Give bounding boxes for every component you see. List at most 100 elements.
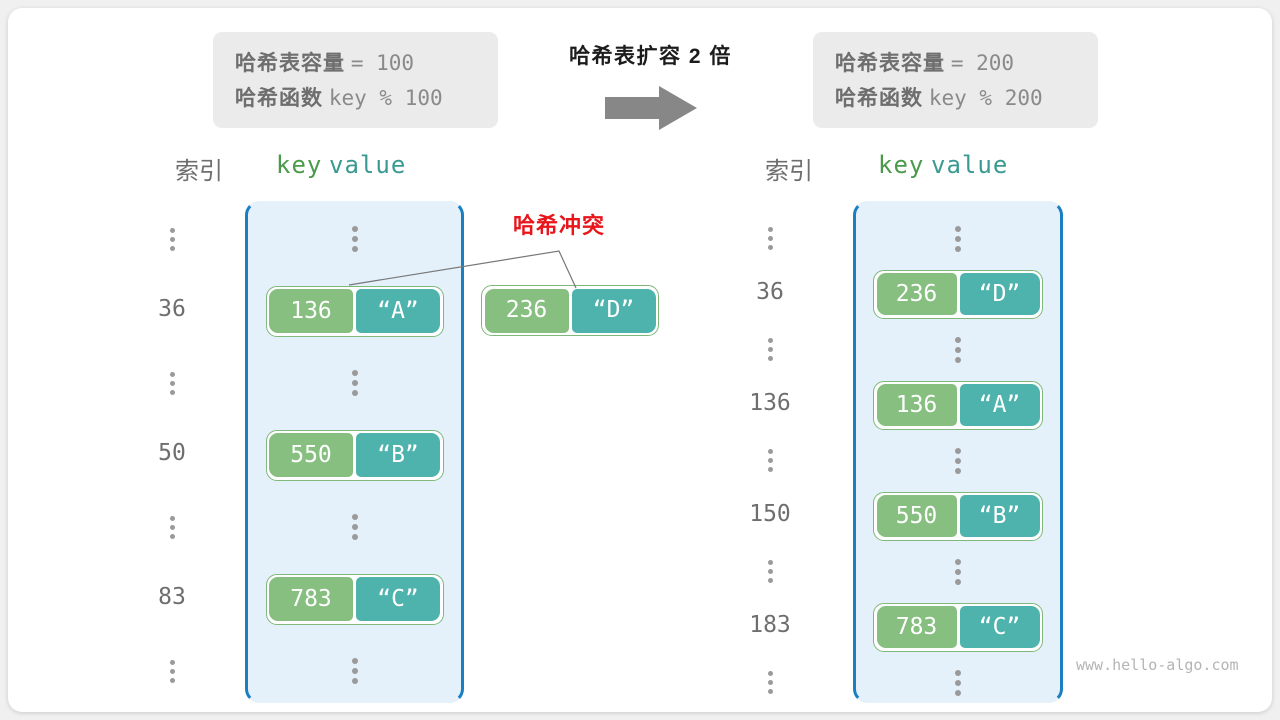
vertical-ellipsis-icon (137, 224, 207, 254)
kv-header-right: key value (878, 151, 1008, 180)
table-row[interactable]: 783“C” (245, 563, 464, 635)
row-index (735, 446, 805, 476)
vertical-ellipsis-icon (735, 446, 805, 476)
row-index (137, 224, 207, 254)
key-value-pair[interactable]: 783“C” (873, 602, 1043, 652)
row-index (137, 512, 207, 542)
key-value-pair[interactable]: 550“B” (265, 429, 444, 481)
pair-value: “D” (571, 288, 656, 333)
vertical-ellipsis-icon (351, 370, 358, 396)
transition-title: 哈希表扩容 2 倍 (569, 45, 732, 68)
capacity-label: 哈希表容量 (235, 52, 345, 75)
capacity-value: = 100 (350, 51, 415, 75)
pair-value: “B” (356, 433, 440, 477)
table-row-ellipsis (853, 211, 1063, 267)
diagram-canvas: 哈希表容量 = 100 哈希函数 key % 100 哈希表扩容 2 倍 哈希表… (8, 8, 1272, 712)
table-row[interactable]: 783“C” (853, 600, 1063, 656)
pair-value: “A” (959, 384, 1040, 427)
table-row[interactable]: 236“D” (853, 267, 1063, 323)
watermark: www.hello-algo.com (1076, 656, 1239, 674)
vertical-ellipsis-icon (351, 514, 358, 540)
table-row[interactable]: 136“A” (245, 275, 464, 347)
hashfn-label: 哈希函数 (235, 87, 323, 110)
table-row-ellipsis (245, 635, 464, 707)
row-index (735, 335, 805, 365)
value-header: value (329, 151, 407, 179)
pair-key: 236 (876, 273, 957, 316)
table-row-ellipsis (245, 203, 464, 275)
right-arrow-icon (605, 84, 697, 132)
table-row-ellipsis (853, 544, 1063, 600)
vertical-ellipsis-icon (955, 225, 961, 252)
key-value-pair[interactable]: 136“A” (873, 380, 1043, 430)
table-row-ellipsis (853, 322, 1063, 378)
vertical-ellipsis-icon (735, 668, 805, 698)
key-value-pair[interactable]: 236“D” (873, 269, 1043, 319)
vertical-ellipsis-icon (955, 336, 961, 363)
row-index: 83 (158, 584, 186, 610)
row-index (137, 656, 207, 686)
row-index: 36 (158, 296, 186, 322)
pair-value: “C” (356, 577, 440, 621)
row-index (735, 668, 805, 698)
vertical-ellipsis-icon (351, 658, 358, 684)
key-header: key (878, 151, 925, 179)
row-index: 136 (749, 390, 791, 417)
pair-key: 136 (269, 289, 353, 333)
table-row[interactable]: 136“A” (853, 378, 1063, 434)
row-index: 50 (158, 440, 186, 466)
key-value-pair[interactable]: 136“A” (265, 285, 444, 337)
pair-value: “D” (959, 273, 1040, 316)
hashfn-value: key % 100 (328, 86, 443, 110)
pair-value: “B” (959, 495, 1040, 538)
pair-value: “C” (959, 606, 1040, 649)
row-index (137, 368, 207, 398)
capacity-value: = 200 (950, 51, 1015, 75)
key-header: key (276, 151, 323, 179)
pair-value: “A” (356, 289, 440, 333)
row-index (735, 557, 805, 587)
table-row-ellipsis (853, 433, 1063, 489)
vertical-ellipsis-icon (955, 558, 961, 585)
vertical-ellipsis-icon (735, 335, 805, 365)
index-header-right: 索引 (765, 158, 813, 185)
capacity-line-before: 哈希表容量 = 100 (235, 46, 476, 81)
pair-key: 783 (269, 577, 353, 621)
capacity-label: 哈希表容量 (835, 52, 945, 75)
table-row[interactable]: 550“B” (245, 419, 464, 491)
vertical-ellipsis-icon (351, 226, 358, 252)
vertical-ellipsis-icon (955, 447, 961, 474)
row-index: 36 (756, 279, 784, 306)
vertical-ellipsis-icon (137, 512, 207, 542)
detached-pair-236[interactable]: 236 “D” (481, 285, 659, 336)
pair-key: 783 (876, 606, 957, 649)
pair-key: 136 (876, 384, 957, 427)
index-header-left: 索引 (175, 158, 223, 185)
vertical-ellipsis-icon (735, 557, 805, 587)
vertical-ellipsis-icon (137, 368, 207, 398)
value-header: value (931, 151, 1009, 179)
hashfn-line-after: 哈希函数 key % 200 (835, 81, 1076, 116)
info-box-before: 哈希表容量 = 100 哈希函数 key % 100 (213, 32, 498, 128)
pair-key: 550 (269, 433, 353, 477)
kv-header-left: key value (276, 151, 406, 180)
vertical-ellipsis-icon (137, 656, 207, 686)
info-box-after: 哈希表容量 = 200 哈希函数 key % 200 (813, 32, 1098, 128)
capacity-line-after: 哈希表容量 = 200 (835, 46, 1076, 81)
row-index: 150 (749, 501, 791, 528)
key-value-pair[interactable]: 783“C” (265, 573, 444, 625)
pair-key: 550 (876, 495, 957, 538)
table-row-ellipsis (245, 347, 464, 419)
hashfn-line-before: 哈希函数 key % 100 (235, 81, 476, 116)
vertical-ellipsis-icon (955, 669, 961, 696)
table-row-ellipsis (245, 491, 464, 563)
collision-label: 哈希冲突 (512, 213, 605, 238)
table-row[interactable]: 550“B” (853, 489, 1063, 545)
table-row-ellipsis (853, 655, 1063, 711)
row-index: 183 (749, 612, 791, 639)
pair-key: 236 (484, 288, 569, 333)
hashfn-label: 哈希函数 (835, 87, 923, 110)
key-value-pair[interactable]: 550“B” (873, 491, 1043, 541)
vertical-ellipsis-icon (735, 224, 805, 254)
